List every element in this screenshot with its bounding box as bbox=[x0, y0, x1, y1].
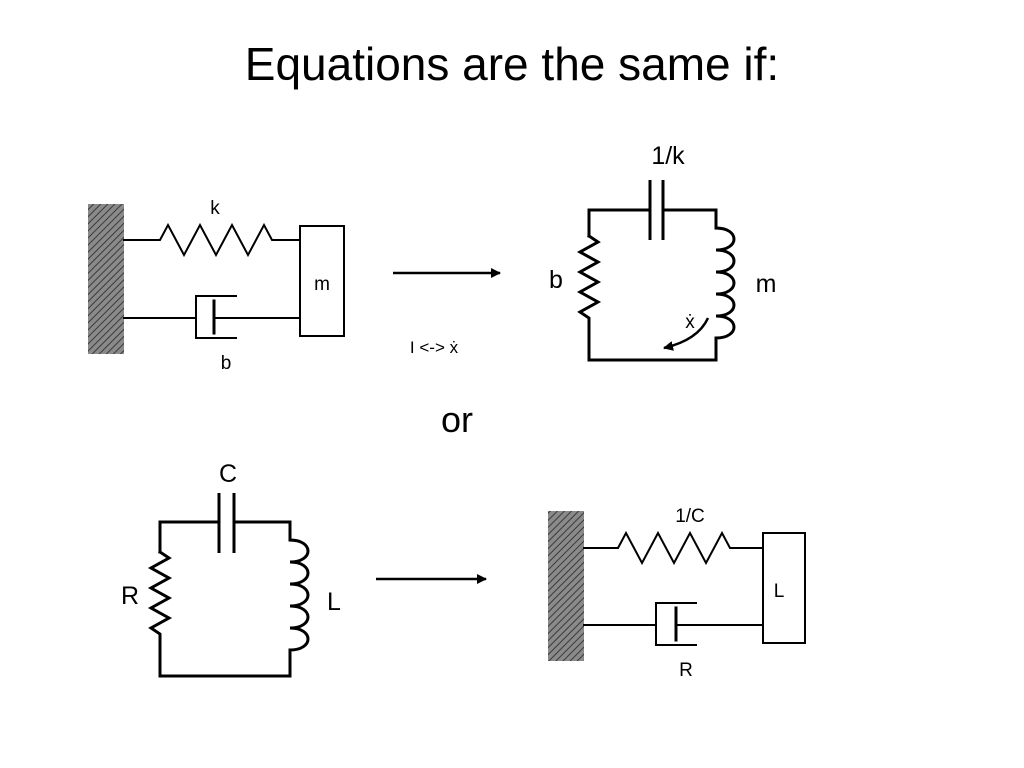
capacitor-c-label: C bbox=[219, 460, 237, 488]
resistor-b bbox=[576, 233, 602, 362]
spring-k bbox=[123, 222, 301, 258]
wall-top bbox=[88, 204, 124, 354]
inductor-m bbox=[714, 226, 736, 362]
or-connector: or bbox=[441, 399, 473, 440]
current-label: ẋ bbox=[685, 312, 695, 333]
spring-1c bbox=[583, 530, 764, 566]
electrical-circuit-top: 1/k b m ẋ bbox=[549, 142, 777, 362]
mass-m bbox=[299, 225, 345, 337]
wall-bottom bbox=[548, 511, 584, 661]
damper-b bbox=[123, 295, 301, 339]
damper-r-label: R bbox=[679, 660, 693, 681]
inductor-l bbox=[288, 538, 310, 678]
inductor-l-label: L bbox=[327, 588, 341, 616]
resistor-r bbox=[147, 549, 173, 678]
damper-r bbox=[583, 602, 764, 646]
current-arrow bbox=[663, 317, 710, 351]
spring-1c-label: 1/C bbox=[675, 506, 705, 527]
electrical-circuit-bottom: C R L bbox=[121, 460, 341, 678]
resistor-b-label: b bbox=[549, 266, 563, 294]
damper-b-label: b bbox=[221, 353, 232, 374]
mapping-note: I <-> ẋ bbox=[410, 338, 459, 357]
mass-l bbox=[762, 532, 806, 644]
spring-k-label: k bbox=[210, 198, 220, 219]
slide-title: Equations are the same if: bbox=[244, 38, 780, 90]
mass-l-label: L bbox=[774, 581, 785, 602]
mechanical-system-top: k m b bbox=[88, 198, 345, 374]
mass-m-label: m bbox=[314, 274, 330, 295]
capacitor-1k-label: 1/k bbox=[651, 142, 685, 170]
resistor-r-label: R bbox=[121, 582, 139, 610]
inductor-m-label: m bbox=[756, 270, 777, 298]
mechanical-system-bottom: 1/C L R bbox=[548, 506, 806, 681]
